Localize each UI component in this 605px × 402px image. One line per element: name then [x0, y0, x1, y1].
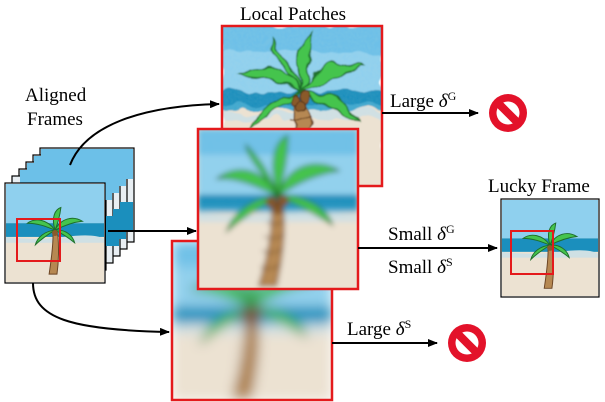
metric-superscript: S [404, 317, 412, 331]
metric-word: Large [390, 91, 434, 112]
large-delta-g-label: Large δG [390, 90, 456, 111]
front-frame-image [6, 184, 104, 282]
aligned-label: Aligned [25, 85, 87, 106]
delta-symbol: δ [437, 257, 446, 278]
metric-superscript: S [445, 255, 453, 269]
no-entry-icon [489, 94, 527, 132]
patch-sharp [196, 127, 360, 291]
lucky-frame [500, 198, 600, 298]
metric-word: Small [388, 224, 433, 245]
metric-superscript: G [445, 222, 455, 236]
patch-box [16, 218, 61, 262]
frames-label: Frames [27, 109, 83, 130]
small-delta-s-label: Small δS [388, 256, 453, 277]
metric-word: Large [347, 319, 391, 340]
arrow-to-patch-top [69, 100, 220, 166]
metric-superscript: G [447, 89, 457, 103]
metric-word: Small [388, 257, 433, 278]
no-entry-icon [448, 324, 486, 362]
aligned-frames-stack [4, 147, 135, 284]
arrow-to-patch-bottom [32, 282, 170, 336]
lucky-frame-label: Lucky Frame [488, 176, 590, 197]
local-patches-label: Local Patches [240, 4, 347, 25]
delta-symbol: δ [438, 91, 448, 112]
delta-symbol: δ [437, 224, 446, 245]
small-delta-g-label: Small δG [388, 223, 455, 244]
large-delta-s-label: Large δS [347, 318, 411, 339]
delta-symbol: δ [395, 319, 405, 340]
